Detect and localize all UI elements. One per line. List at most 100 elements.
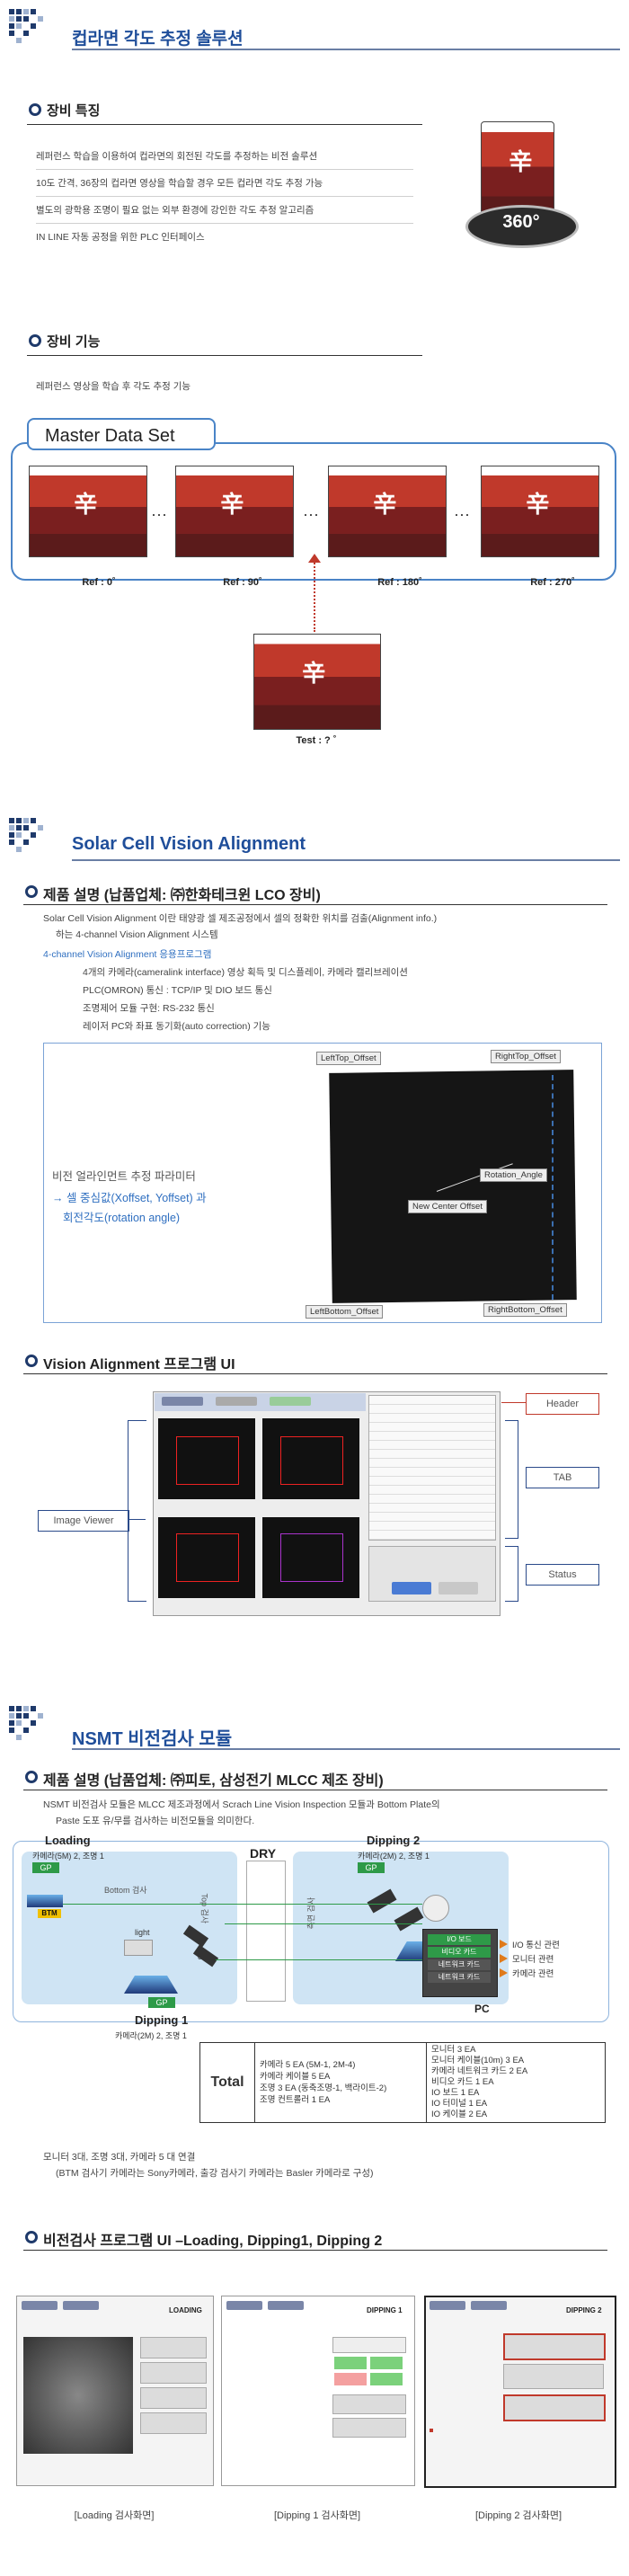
total-label: Total bbox=[199, 2042, 255, 2123]
control-cell[interactable] bbox=[140, 2337, 207, 2358]
arrow-right-icon bbox=[500, 1954, 508, 1963]
dotted-connector bbox=[314, 560, 315, 632]
dipping1-title: Dipping 1 bbox=[135, 2013, 189, 2027]
test-label: Test : ? ˚ bbox=[296, 735, 337, 746]
reference-line bbox=[552, 1075, 554, 1300]
dipping1-cam: 카메라(2M) 2, 조명 1 bbox=[115, 2031, 187, 2040]
master-label: Master Data Set bbox=[27, 418, 216, 450]
toolbar-button[interactable] bbox=[216, 1397, 257, 1406]
bracket-line bbox=[128, 1519, 146, 1520]
pixel-logo-icon bbox=[9, 818, 63, 863]
ui-button[interactable] bbox=[268, 2301, 304, 2310]
dipping2-screen bbox=[424, 2296, 616, 2488]
list-item: 10도 간격, 36장의 컵라면 영상을 학습할 경우 모든 컵라면 각도 추정… bbox=[36, 178, 323, 189]
image-viewer-label: Image Viewer bbox=[38, 1510, 129, 1532]
light-label: light bbox=[135, 1928, 150, 1937]
signal-line bbox=[63, 1904, 422, 1905]
header-label: Header bbox=[526, 1393, 599, 1415]
io-label: 카메라 관련 bbox=[512, 1969, 554, 1979]
control-cell[interactable] bbox=[332, 2394, 406, 2414]
control-cell[interactable] bbox=[332, 2337, 406, 2353]
ui-button[interactable] bbox=[471, 2301, 507, 2310]
ui-heading: 비전검사 프로그램 UI –Loading, Dipping1, Dipping… bbox=[43, 2234, 383, 2249]
total-button[interactable] bbox=[392, 1582, 431, 1594]
heading-underline bbox=[23, 904, 607, 905]
section-title: Solar Cell Vision Alignment bbox=[72, 834, 306, 854]
right-top-label: RightTop_Offset bbox=[491, 1050, 561, 1063]
list-item: 4개의 카메라(cameralink interface) 영상 획득 및 디스… bbox=[83, 967, 408, 978]
leader-line bbox=[501, 1402, 526, 1403]
list-item: 조명제어 모듈 구현: RS-232 통신 bbox=[83, 1003, 215, 1014]
toolbar-button[interactable] bbox=[162, 1397, 203, 1406]
ref-label: Ref : 180˚ bbox=[377, 577, 422, 588]
ellipsis: ··· bbox=[151, 505, 167, 523]
control-cell[interactable] bbox=[332, 2418, 406, 2438]
dry-zone bbox=[246, 1861, 286, 2002]
bottom-check-label: Bottom 검사 bbox=[104, 1886, 147, 1895]
program-title: 4-channel Vision Alignment 응용프로그램 bbox=[43, 949, 212, 960]
list-item: PLC(OMRON) 통신 : TCP/IP 및 DIO 보드 통신 bbox=[83, 985, 272, 996]
desc-line: Solar Cell Vision Alignment 이란 태양광 셀 제조공… bbox=[43, 913, 438, 924]
status-cell bbox=[370, 2373, 403, 2385]
dry-title: DRY bbox=[250, 1846, 277, 1861]
toolbar-button[interactable] bbox=[270, 1397, 311, 1406]
list-item: 별도의 광학용 조명이 필요 없는 외부 환경에 강인한 각도 추정 알고리즘 bbox=[36, 205, 314, 216]
product-heading: 제품 설명 (납품업체: ㈜피토, 삼성전기 MLCC 제조 장비) bbox=[43, 1773, 384, 1789]
camera-view bbox=[158, 1418, 255, 1499]
bracket bbox=[505, 1420, 518, 1539]
bullet-dot-icon bbox=[25, 2231, 38, 2243]
control-cell[interactable] bbox=[140, 2412, 207, 2434]
gp-badge: GP bbox=[358, 1862, 385, 1873]
list-item: 레퍼런스 학습을 이용하여 컵라면의 회전된 각도를 추정하는 비전 솔루션 bbox=[36, 151, 318, 162]
pc-board: 네트워크 카드 bbox=[428, 1972, 491, 1983]
header-bar bbox=[155, 1393, 366, 1411]
camera-view bbox=[262, 1418, 359, 1499]
pc-board: I/O 보드 bbox=[428, 1934, 491, 1945]
screen-tag: DIPPING 1 bbox=[367, 2306, 403, 2314]
pixel-logo-icon bbox=[9, 9, 63, 54]
bracket bbox=[505, 1546, 518, 1602]
dipping1-screen bbox=[221, 2296, 415, 2486]
loading-zone bbox=[22, 1852, 237, 2004]
light-icon bbox=[124, 1940, 153, 1956]
ui-button[interactable] bbox=[226, 2301, 262, 2310]
ui-button[interactable] bbox=[430, 2301, 465, 2310]
section-title: 컵라면 각도 추정 솔루션 bbox=[72, 30, 244, 49]
product-heading: 제품 설명 (납품업체: ㈜한화테크윈 LCO 장비) bbox=[43, 888, 321, 903]
note-line: (BTM 검사기 카메라는 Sony카메라, 출강 검사기 카메라는 Basle… bbox=[56, 2168, 374, 2179]
light-icon bbox=[422, 1895, 449, 1922]
control-cell[interactable] bbox=[503, 2333, 606, 2360]
io-label: I/O 통신 관련 bbox=[512, 1941, 560, 1950]
control-cell[interactable] bbox=[140, 2387, 207, 2409]
ref-label: Ref : 270˚ bbox=[530, 577, 575, 588]
solar-cell-image bbox=[329, 1070, 577, 1303]
title-divider bbox=[72, 859, 620, 861]
left-bottom-label: LeftBottom_Offset bbox=[306, 1305, 384, 1319]
gp-badge: GP bbox=[32, 1862, 59, 1873]
equipment-column: 카메라 5 EA (5M-1, 2M-4) 카메라 케이블 5 EA 조명 3 … bbox=[254, 2042, 427, 2123]
screen-tag: LOADING bbox=[169, 2306, 202, 2314]
ellipsis: ··· bbox=[303, 505, 319, 523]
list-item: 레퍼런스 영상을 학습 후 각도 추정 기능 bbox=[36, 381, 191, 392]
loading-title: Loading bbox=[45, 1834, 91, 1847]
screen-caption: [Dipping 2 검사화면] bbox=[474, 2510, 563, 2521]
rotation-label: Rotation_Angle bbox=[480, 1168, 547, 1182]
camera-view bbox=[158, 1517, 255, 1598]
cup-ref-image: 辛 bbox=[175, 466, 294, 557]
ui-button[interactable] bbox=[439, 1582, 478, 1594]
control-cell[interactable] bbox=[503, 2394, 606, 2421]
diagram-frame bbox=[43, 1043, 602, 1323]
diagram-frame bbox=[13, 1841, 609, 2022]
ui-button[interactable] bbox=[22, 2301, 58, 2310]
arrow-right-icon bbox=[500, 1968, 508, 1977]
ref-label: Ref : 0˚ bbox=[82, 577, 116, 588]
screen-caption: [Dipping 1 검사화면] bbox=[273, 2510, 361, 2521]
control-cell[interactable] bbox=[140, 2362, 207, 2384]
heading-underline bbox=[27, 124, 422, 125]
gp-badge: GP bbox=[148, 1997, 175, 2008]
ui-heading: Vision Alignment 프로그램 UI bbox=[43, 1357, 235, 1372]
btm-stage-icon bbox=[27, 1895, 63, 1907]
ui-button[interactable] bbox=[63, 2301, 99, 2310]
bracket bbox=[128, 1420, 146, 1602]
control-cell[interactable] bbox=[503, 2364, 604, 2389]
